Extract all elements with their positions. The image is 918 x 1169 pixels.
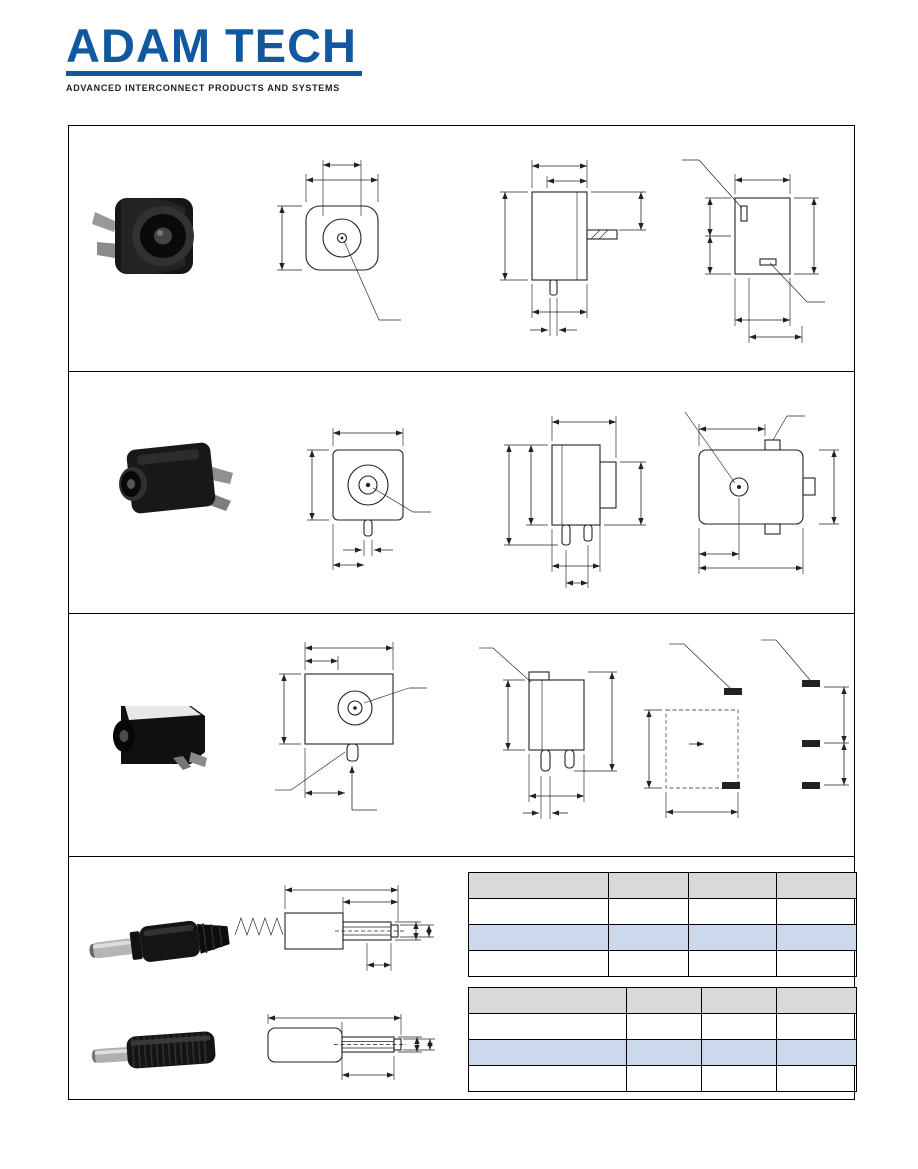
table-header-row	[468, 987, 857, 1014]
dc-plug-photo-1	[89, 920, 230, 962]
logo-underline	[66, 71, 362, 76]
dc-plug-photo-2	[91, 1031, 216, 1069]
table-cell	[468, 950, 609, 977]
dc-plug-1-drawing	[234, 885, 434, 971]
section-dc-jack-1	[69, 126, 854, 371]
table-header-cell	[701, 987, 777, 1014]
dc-jack-2-side-view	[504, 416, 646, 588]
dc-jack-3-pcb-layout	[644, 639, 849, 818]
plug-spec-table-1	[468, 872, 857, 977]
dc-jack-3-side-view	[479, 647, 617, 819]
table-cell	[776, 924, 857, 951]
plug-spec-table-2	[468, 987, 857, 1092]
table-cell	[776, 1039, 857, 1066]
table-row-highlighted	[468, 1039, 857, 1066]
table-cell	[608, 950, 689, 977]
table-cell	[701, 1065, 777, 1092]
dc-jack-photo-1	[92, 198, 194, 274]
table-cell	[468, 898, 609, 925]
dc-jack-3-front-view	[275, 642, 427, 811]
table-row	[468, 1065, 857, 1092]
dc-plug-2-drawing	[267, 1014, 435, 1080]
table-row	[468, 950, 857, 977]
dc-jack-photo-3	[113, 706, 207, 770]
table-cell	[608, 898, 689, 925]
brand-tagline: ADVANCED INTERCONNECT PRODUCTS AND SYSTE…	[66, 83, 340, 93]
adam-tech-logo: ADAM TECH	[66, 19, 357, 72]
table-cell	[468, 924, 609, 951]
table-cell	[776, 1013, 857, 1040]
table-cell	[688, 924, 777, 951]
dc-jack-photo-2	[119, 442, 233, 514]
drawing-sheet	[68, 125, 857, 1100]
section-dc-plugs	[69, 856, 857, 1099]
table-header-cell	[688, 872, 777, 899]
table-row-highlighted	[468, 924, 857, 951]
dc-jack-1-side-view	[500, 160, 646, 336]
table-cell	[608, 924, 689, 951]
table-cell	[688, 898, 777, 925]
table-header-cell	[468, 872, 609, 899]
table-cell	[626, 1065, 702, 1092]
dc-jack-1-top-view	[682, 159, 825, 343]
dc-jack-2-top-view	[684, 411, 839, 574]
table-cell	[776, 950, 857, 977]
table-row	[468, 1013, 857, 1040]
dc-jack-2-front-view	[307, 428, 431, 570]
table-cell	[468, 1039, 627, 1066]
table-row	[468, 898, 857, 925]
table-cell	[701, 1039, 777, 1066]
table-cell	[776, 1065, 857, 1092]
table-cell	[468, 1013, 627, 1040]
dc-jack-1-front-view	[277, 160, 401, 321]
table-cell	[468, 1065, 627, 1092]
table-cell	[688, 950, 777, 977]
table-header-cell	[608, 872, 689, 899]
section-dc-jack-2	[69, 371, 854, 613]
table-cell	[776, 898, 857, 925]
brand-header: ADAM TECH ADVANCED INTERCONNECT PRODUCTS…	[66, 22, 362, 93]
section-dc-jack-3	[69, 613, 854, 856]
table-header-cell	[776, 987, 857, 1014]
table-cell	[626, 1039, 702, 1066]
table-header-cell	[776, 872, 857, 899]
table-cell	[626, 1013, 702, 1040]
table-header-row	[468, 872, 857, 899]
table-header-cell	[626, 987, 702, 1014]
table-header-cell	[468, 987, 627, 1014]
table-cell	[701, 1013, 777, 1040]
